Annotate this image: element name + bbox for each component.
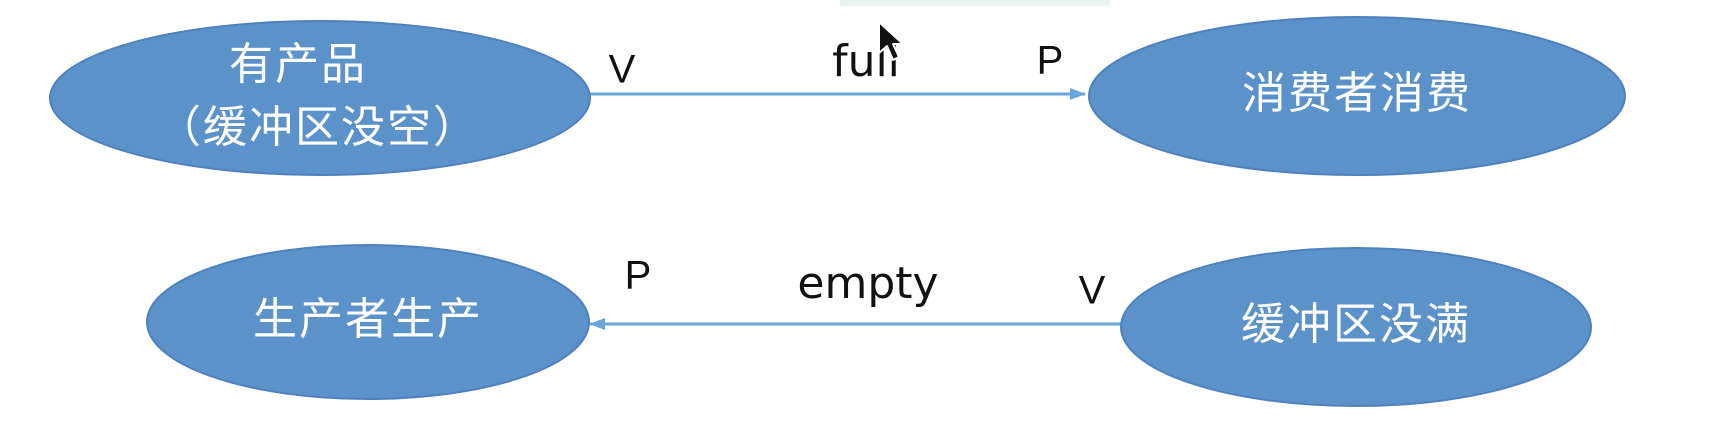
buffer-not-full-label: 缓冲区没满 [1241, 299, 1471, 350]
buffer-not-full-ellipse [1120, 247, 1592, 407]
consumer-consume-label: 消费者消费 [1242, 68, 1472, 119]
top-strip [840, 0, 1110, 6]
producer-produce-ellipse [146, 244, 590, 400]
has-product-line1: 有产品 [229, 39, 367, 90]
bottom-edge: P empty V [589, 254, 1125, 330]
has-product-line2: （缓冲区没空） [157, 102, 479, 153]
node-buffer-not-full: 缓冲区没满 [1120, 247, 1592, 407]
has-product-ellipse [49, 20, 591, 176]
top-v-marker: V [609, 48, 636, 92]
mouse-cursor-icon [878, 21, 904, 61]
top-p-marker: P [1037, 39, 1064, 83]
consumer-consume-ellipse [1088, 16, 1626, 176]
producer-produce-label: 生产者生产 [253, 294, 483, 345]
node-consumer-consume: 消费者消费 [1088, 16, 1626, 176]
bottom-p-marker: P [625, 254, 652, 298]
node-producer-produce: 生产者生产 [146, 244, 590, 400]
bottom-v-marker: V [1079, 269, 1106, 313]
node-has-product: 有产品 （缓冲区没空） [49, 20, 591, 176]
empty-label: empty [797, 258, 938, 309]
top-edge: V full P [590, 36, 1086, 100]
